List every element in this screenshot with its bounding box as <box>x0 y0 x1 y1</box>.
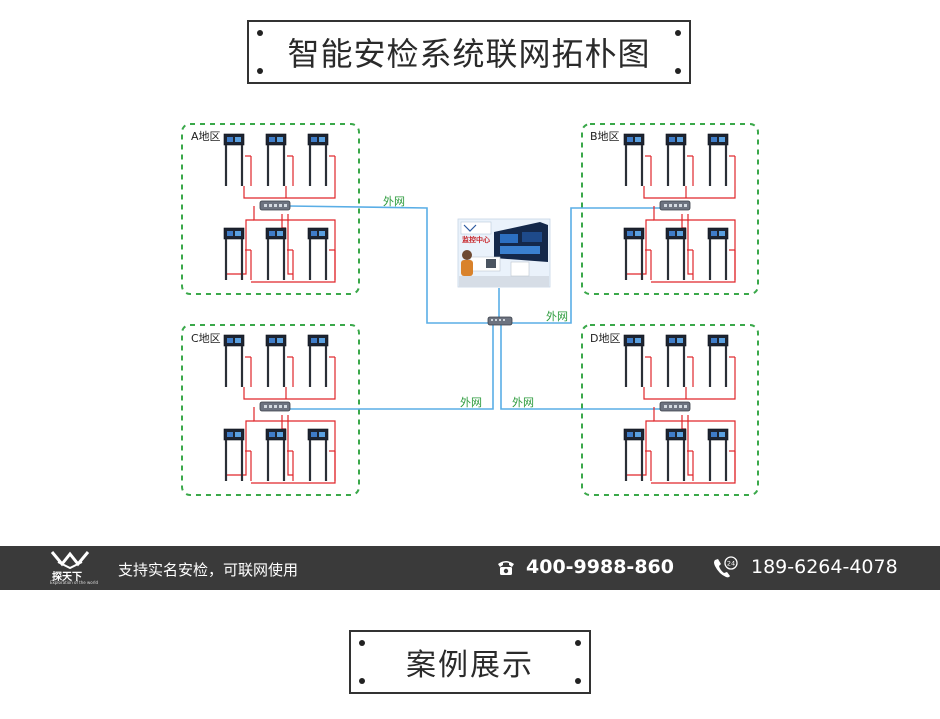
region-d <box>623 334 736 484</box>
slogan: 支持实名安检，可联网使用 <box>118 561 299 579</box>
security-gate <box>623 227 652 280</box>
monitor-center: 监控中心 <box>457 218 551 288</box>
link-b <box>509 207 660 324</box>
region-switch <box>659 200 691 211</box>
region-a-frame <box>181 123 360 295</box>
security-gate <box>707 334 736 387</box>
link-label-b: 外网 <box>546 310 568 323</box>
region-d-frame <box>581 324 759 496</box>
corner-dot <box>257 68 263 74</box>
security-gate <box>265 133 294 186</box>
security-gate <box>223 227 252 280</box>
security-gate <box>307 133 336 186</box>
security-gate <box>707 428 736 481</box>
region-switch <box>259 200 291 211</box>
security-gate <box>623 428 652 481</box>
security-gate <box>665 133 694 186</box>
security-gate <box>307 227 336 280</box>
power-wiring <box>226 387 336 484</box>
brand-name: 探天下 <box>52 572 82 583</box>
security-gate <box>623 334 652 387</box>
corner-dot <box>575 640 581 646</box>
region-c-label: C地区 <box>191 332 221 345</box>
region-switch <box>259 401 291 412</box>
security-gate <box>307 334 336 387</box>
link-d <box>500 325 660 410</box>
monitor-center-label: 监控中心 <box>462 235 490 244</box>
link-a <box>287 205 490 324</box>
section-title: 案例展示 <box>406 648 534 683</box>
core-switch <box>487 316 513 326</box>
security-gate <box>265 428 294 481</box>
mobile-number[interactable]: 189-6264-4078 <box>751 556 898 578</box>
corner-dot <box>257 30 263 36</box>
corner-dot <box>675 30 681 36</box>
security-gate <box>707 227 736 280</box>
region-a-label: A地区 <box>191 130 221 143</box>
region-d-label: D地区 <box>590 332 620 345</box>
region-switch <box>659 401 691 412</box>
corner-dot <box>359 678 365 684</box>
24h-badge: 24 <box>727 560 735 568</box>
security-gate <box>223 428 252 481</box>
section-title-box: 案例展示 <box>349 630 591 694</box>
brand-logo <box>50 551 90 570</box>
link-label-d: 外网 <box>512 396 534 409</box>
region-c <box>223 334 336 484</box>
region-c-frame <box>181 324 360 496</box>
region-b <box>623 133 736 283</box>
title-box: 智能安检系统联网拓朴图 <box>247 20 691 84</box>
security-gate <box>623 133 652 186</box>
link-label-c: 外网 <box>460 396 482 409</box>
page-title: 智能安检系统联网拓朴图 <box>287 35 651 73</box>
corner-dot <box>575 678 581 684</box>
security-gate <box>665 227 694 280</box>
region-b-label: B地区 <box>590 130 620 143</box>
24h-phone-icon: 24 <box>714 556 738 578</box>
security-gate <box>265 334 294 387</box>
link-label-a: 外网 <box>383 195 405 208</box>
corner-dot <box>359 640 365 646</box>
security-gate <box>665 334 694 387</box>
contact-banner: 探天下 Exploration of the world 支持实名安检，可联网使… <box>0 546 940 590</box>
region-b-frame <box>581 123 759 295</box>
security-gate <box>223 133 252 186</box>
security-gate <box>223 334 252 387</box>
telephone-icon <box>498 561 514 575</box>
region-a <box>223 133 336 283</box>
link-c <box>290 325 494 410</box>
security-gate <box>707 133 736 186</box>
security-gate <box>265 227 294 280</box>
corner-dot <box>675 68 681 74</box>
hotline-number[interactable]: 400-9988-860 <box>526 556 674 578</box>
network-lines <box>287 205 660 410</box>
brand-tagline: Exploration of the world <box>50 580 98 585</box>
security-gate <box>665 428 694 481</box>
security-gate <box>307 428 336 481</box>
topology-diagram: A地区 B地区 C地区 D地区 外网 外网 外网 外网 监控中心 <box>181 123 759 496</box>
